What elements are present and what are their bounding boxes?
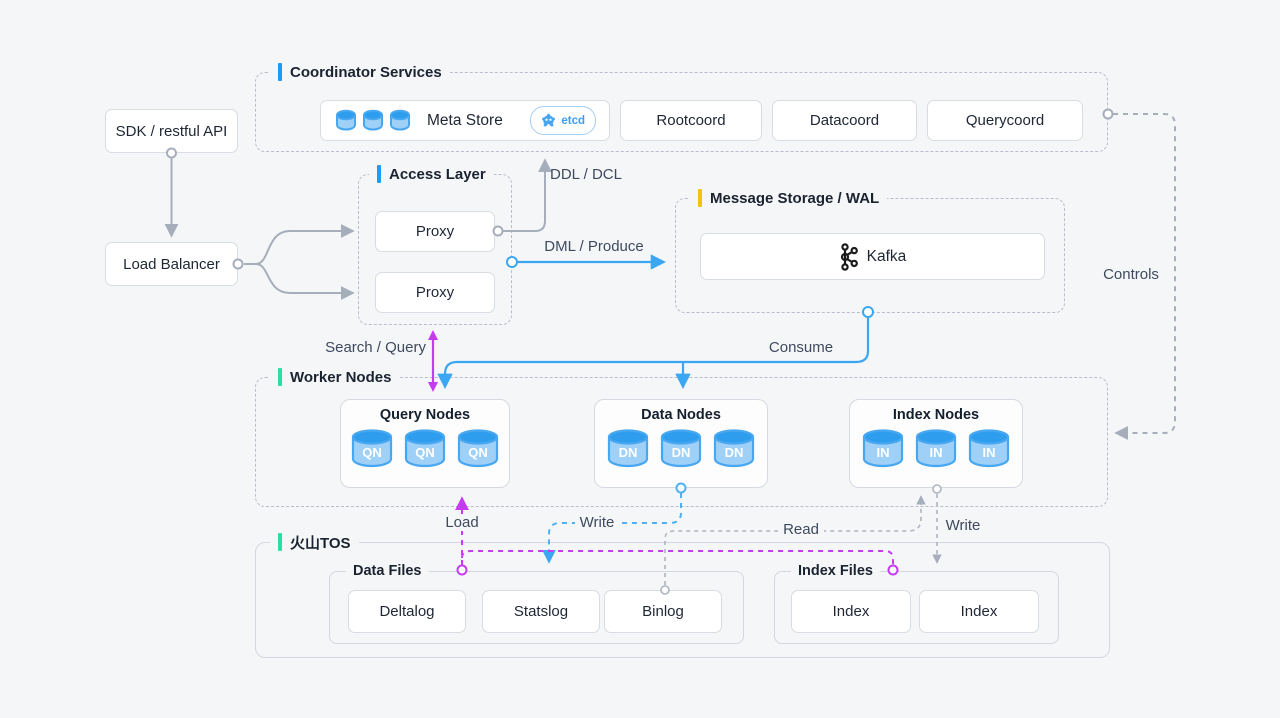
kafka-icon bbox=[840, 242, 858, 271]
load-label: Load bbox=[430, 514, 494, 531]
consume-label: Consume bbox=[768, 339, 834, 356]
access-layer-group: Access Layer bbox=[358, 163, 512, 325]
index-files-group: Index Files Index Index bbox=[774, 561, 1059, 644]
yellow-accent-bar-icon bbox=[698, 189, 702, 207]
index-file-box: Index bbox=[919, 590, 1039, 633]
index-nodes-panel: Index Nodes IN IN IN bbox=[849, 399, 1023, 488]
controls-label: Controls bbox=[1103, 266, 1159, 283]
query-node-icon: QN bbox=[403, 428, 447, 469]
sdk-api-box: SDK / restful API bbox=[105, 109, 238, 153]
data-nodes-panel: Data Nodes DN DN DN bbox=[594, 399, 768, 488]
index-node-icon: IN bbox=[914, 428, 958, 469]
index-file-box: Index bbox=[791, 590, 911, 633]
blue-accent-bar-icon bbox=[278, 63, 282, 81]
write-data-label: Write bbox=[565, 514, 629, 531]
query-node-icon: QN bbox=[456, 428, 500, 469]
tos-storage-title: 火山TOS bbox=[270, 531, 359, 553]
ddl-dcl-label: DDL / DCL bbox=[550, 166, 622, 183]
index-node-icon: IN bbox=[967, 428, 1011, 469]
search-query-up-arrowhead bbox=[428, 330, 438, 340]
worker-nodes-title: Worker Nodes bbox=[270, 366, 400, 388]
index-files-title: Index Files bbox=[791, 561, 880, 581]
meta-store-label: Meta Store bbox=[427, 111, 503, 129]
access-layer-title: Access Layer bbox=[369, 163, 494, 185]
coordinator-services-title: Coordinator Services bbox=[270, 61, 450, 83]
lb-to-proxy2-arrow bbox=[244, 263, 355, 300]
blue-accent-bar-icon bbox=[377, 165, 381, 183]
binlog-box: Binlog bbox=[604, 590, 722, 633]
dml-produce-label: DML / Produce bbox=[544, 238, 644, 255]
lb-to-proxy1-arrow bbox=[244, 224, 355, 265]
message-storage-title: Message Storage / WAL bbox=[690, 187, 888, 209]
meta-store-box: Meta Store etcd bbox=[320, 100, 610, 141]
green-accent-bar-icon bbox=[278, 368, 282, 386]
green-accent-bar-icon bbox=[278, 533, 282, 551]
coordinator-services-group: Coordinator Services bbox=[255, 61, 1108, 152]
proxy-box: Proxy bbox=[375, 211, 495, 252]
tos-storage-group: 火山TOS Data Files Deltalog Statslog Binlo… bbox=[255, 531, 1110, 658]
deltalog-box: Deltalog bbox=[348, 590, 466, 633]
query-node-icon: QN bbox=[350, 428, 394, 469]
database-stack-icon bbox=[334, 109, 412, 132]
datacoord-box: Datacoord bbox=[772, 100, 917, 141]
proxy-box: Proxy bbox=[375, 272, 495, 313]
data-node-icon: DN bbox=[606, 428, 650, 469]
query-nodes-panel: Query Nodes QN QN QN bbox=[340, 399, 510, 488]
rootcoord-box: Rootcoord bbox=[620, 100, 762, 141]
data-files-group: Data Files Deltalog Statslog Binlog bbox=[329, 561, 744, 644]
message-storage-group: Message Storage / WAL bbox=[675, 187, 1065, 313]
read-label: Read bbox=[769, 521, 833, 538]
statslog-box: Statslog bbox=[482, 590, 600, 633]
data-files-title: Data Files bbox=[346, 561, 429, 581]
querycoord-box: Querycoord bbox=[927, 100, 1083, 141]
index-node-icon: IN bbox=[861, 428, 905, 469]
search-query-label: Search / Query bbox=[325, 339, 426, 356]
etcd-icon bbox=[542, 113, 556, 127]
data-node-icon: DN bbox=[659, 428, 703, 469]
write-index-label: Write bbox=[931, 517, 995, 534]
load-balancer-box: Load Balancer bbox=[105, 242, 238, 286]
data-node-icon: DN bbox=[712, 428, 756, 469]
kafka-box: Kafka bbox=[700, 233, 1045, 280]
etcd-badge: etcd bbox=[530, 106, 596, 135]
